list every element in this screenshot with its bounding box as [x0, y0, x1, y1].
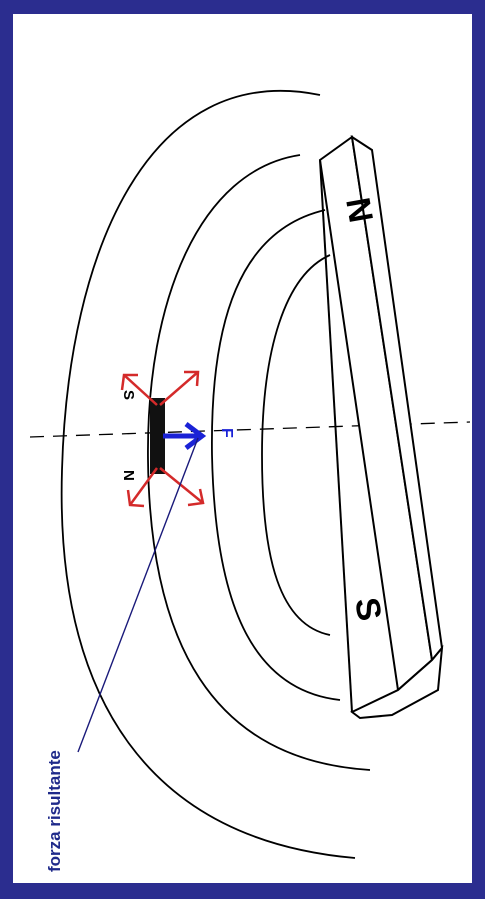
- field-line-3: [211, 209, 341, 701]
- field-line-4: [261, 254, 331, 636]
- field-lines: [60, 89, 371, 859]
- magnet-south-label: S: [347, 595, 388, 624]
- compass-needle: [150, 398, 165, 474]
- bar-magnet-end: [350, 644, 444, 720]
- force-label: F: [218, 428, 235, 438]
- symmetry-axis: [29, 421, 471, 438]
- component-arrows: [120, 370, 205, 508]
- resultant-label: forza risultante: [45, 750, 64, 872]
- bar-magnet: [318, 134, 444, 720]
- needle-south-label: S: [120, 390, 137, 400]
- field-line-outer: [60, 89, 356, 859]
- force-arrow: [163, 422, 207, 450]
- resultant-pointer-line: [77, 437, 199, 753]
- field-line-2: [147, 154, 371, 771]
- needle-north-label: N: [120, 470, 137, 481]
